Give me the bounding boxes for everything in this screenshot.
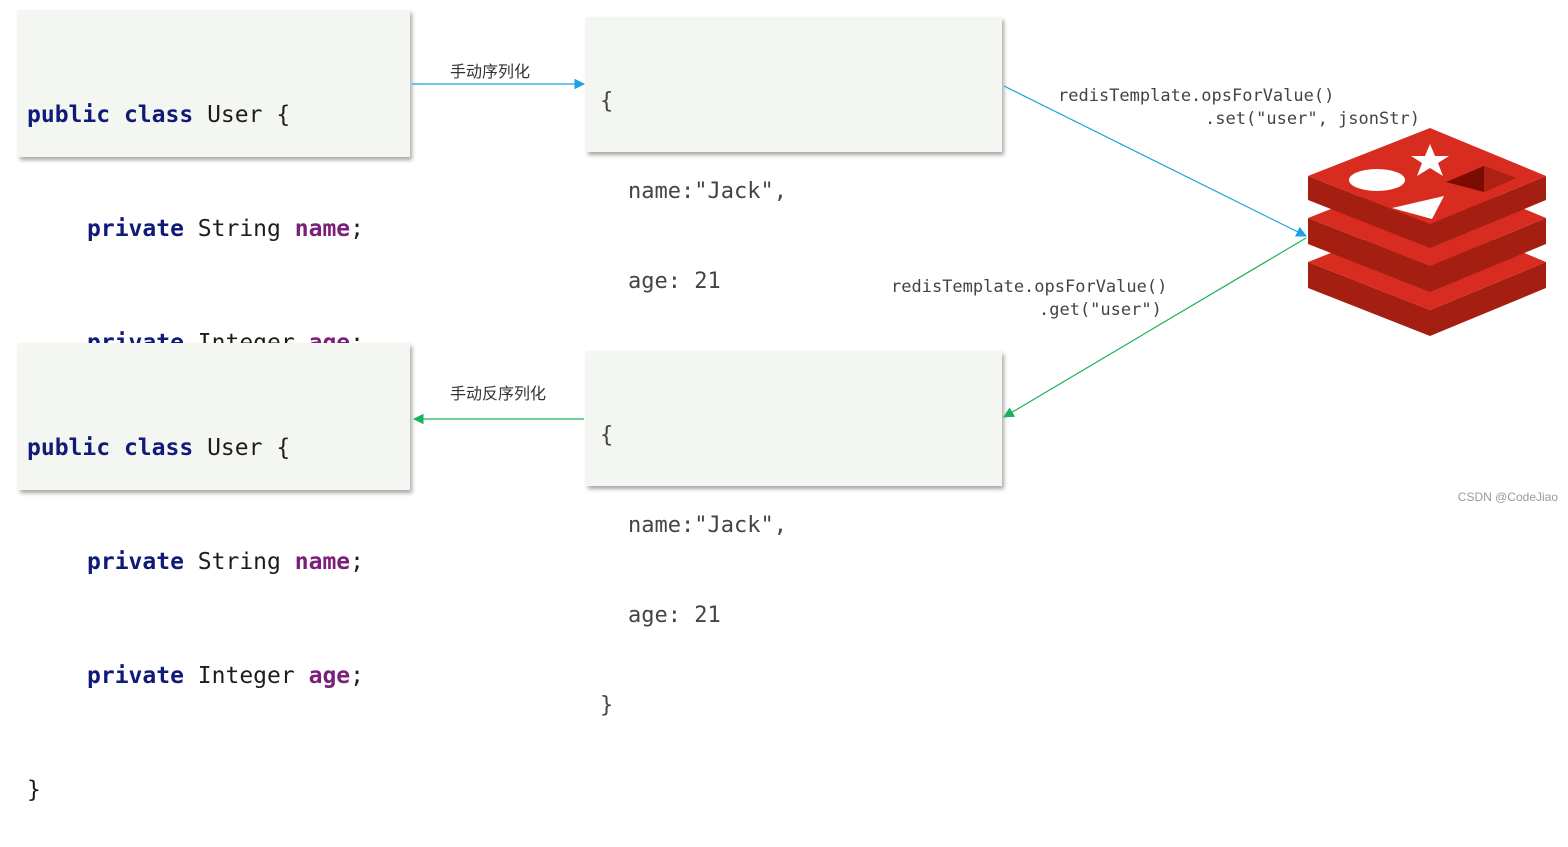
- java-class-box-top: public class User { private String name;…: [18, 10, 410, 470]
- json-line: name:"Jack",: [628, 179, 787, 204]
- get-command-line2: .get("user"): [1039, 300, 1162, 320]
- json-open: {: [600, 89, 614, 114]
- get-arrow: [1003, 237, 1307, 418]
- set-command-line2: .set("user", jsonStr): [1205, 109, 1420, 129]
- json-close: }: [600, 693, 614, 718]
- deserialize-label: 手动反序列化: [450, 384, 547, 403]
- field-declaration: private String name;: [87, 216, 364, 242]
- field-declaration: private String name;: [87, 549, 364, 575]
- json-line: name:"Jack",: [628, 513, 787, 538]
- class-close: }: [27, 777, 41, 803]
- diagram-connectors: [412, 78, 1546, 425]
- serialize-label: 手动序列化: [450, 62, 531, 81]
- json-line: age: 21: [628, 603, 721, 628]
- field-declaration: private Integer age;: [87, 663, 364, 689]
- get-command-line1: redisTemplate.opsForValue(): [891, 277, 1168, 297]
- watermark: CSDN @CodeJiao: [1457, 490, 1558, 504]
- json-open: {: [600, 423, 614, 448]
- set-command-line1: redisTemplate.opsForValue(): [1058, 86, 1335, 106]
- class-declaration: public class User {: [27, 102, 291, 128]
- json-box-top: { name:"Jack", age: 21 }: [586, 17, 1002, 384]
- json-line: age: 21: [628, 269, 721, 294]
- redis-logo-icon: [1308, 128, 1546, 336]
- set-arrow: [1003, 85, 1307, 237]
- class-declaration: public class User {: [27, 435, 291, 461]
